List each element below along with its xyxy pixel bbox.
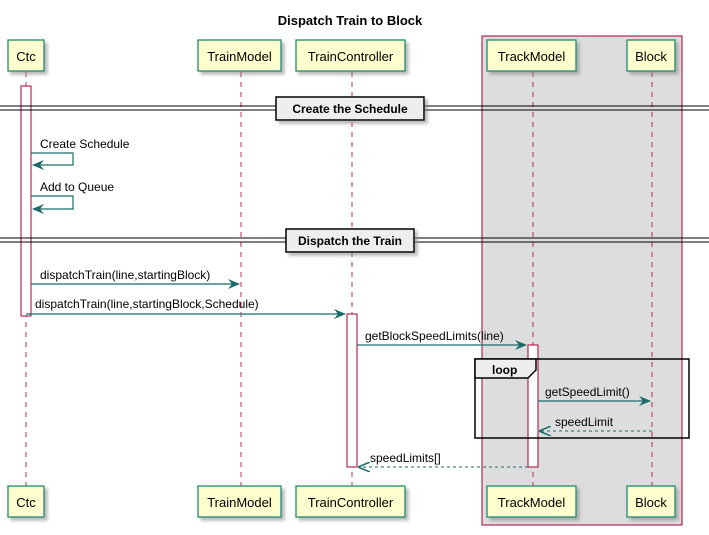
message-dispatch-train-model: dispatchTrain(line,startingBlock) [31,268,240,289]
divider-label: Dispatch the Train [298,234,402,248]
message-dispatch-train-controller: dispatchTrain(line,startingBlock,Schedul… [26,297,346,319]
participant-trackmodel-label: TrackModel [498,49,566,64]
activation-ctc [20,85,32,317]
divider-dispatch-train: Dispatch the Train [0,228,709,253]
participant-traincontroller-bottom: TrainController [295,485,406,518]
message-label: dispatchTrain(line,startingBlock) [40,268,210,282]
message-label: Add to Queue [40,180,114,194]
participant-trainmodel-label: TrainModel [207,49,272,64]
participant-traincontroller-label: TrainController [308,495,394,510]
participant-trackmodel-bottom: TrackModel [486,485,577,518]
participant-traincontroller-label: TrainController [308,49,394,64]
participant-block-label: Block [635,495,667,510]
message-speed-limits-return: speedLimits[] [359,451,528,467]
diagram-title: Dispatch Train to Block [278,13,423,28]
loop-label: loop [492,363,517,377]
participant-block-top: Block [626,39,676,72]
participant-ctc-bottom: Ctc [7,485,45,518]
participant-trackmodel-label: TrackModel [498,495,566,510]
divider-label: Create the Schedule [292,102,408,116]
participant-traincontroller-top: TrainController [295,39,406,72]
participant-block-bottom: Block [626,485,676,518]
participant-trainmodel-top: TrainModel [197,39,282,72]
divider-create-schedule: Create the Schedule [0,96,709,121]
loop-fragment: loop [474,358,690,439]
activation-trackmodel [527,344,539,468]
message-get-block-speed-limits: getBlockSpeedLimits(line) [357,329,527,350]
message-label: getSpeedLimit() [545,385,630,399]
message-label: speedLimits[] [370,451,441,465]
participant-trainmodel-bottom: TrainModel [197,485,282,518]
participant-trackmodel-top: TrackModel [486,39,577,72]
message-label: getBlockSpeedLimits(line) [365,329,504,343]
participant-ctc-top: Ctc [7,39,45,72]
message-add-to-queue: Add to Queue [31,180,114,214]
message-speed-limit-return: speedLimit [540,415,652,431]
message-create-schedule: Create Schedule [31,137,130,170]
participant-block-label: Block [635,49,667,64]
message-get-speed-limit: getSpeedLimit() [538,385,651,406]
message-label: dispatchTrain(line,startingBlock,Schedul… [35,297,259,311]
activation-traincontroller [346,313,358,468]
participant-ctc-label: Ctc [16,495,36,510]
message-label: speedLimit [555,415,614,429]
participant-trainmodel-label: TrainModel [207,495,272,510]
participant-ctc-label: Ctc [16,49,36,64]
message-label: Create Schedule [40,137,130,151]
participant-group-box [481,35,683,526]
